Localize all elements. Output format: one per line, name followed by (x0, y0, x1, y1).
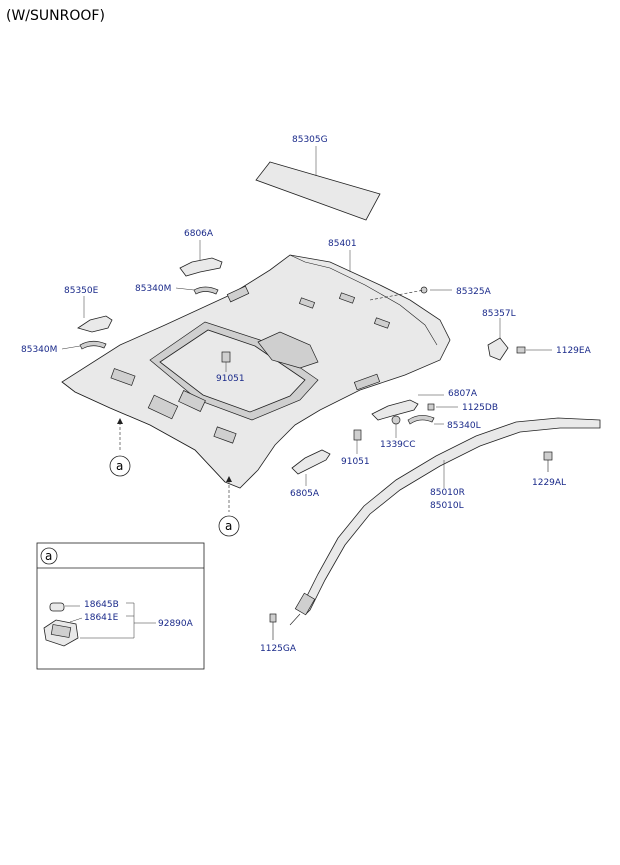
label-1129EA[interactable]: 1129EA (556, 346, 592, 356)
assist-handle-85340M-upper[interactable] (175, 286, 219, 295)
bracket-6807A[interactable] (371, 394, 444, 421)
label-85401[interactable]: 85401 (328, 239, 357, 249)
bolt-1125DB[interactable] (427, 403, 458, 411)
label-6805A[interactable]: 6805A (290, 489, 320, 499)
sunroof-pad-85305G[interactable] (255, 146, 381, 221)
label-6806A[interactable]: 6806A (184, 229, 214, 239)
clip-85325A[interactable] (369, 286, 452, 301)
label-1125GA[interactable]: 1125GA (260, 644, 297, 654)
label-91051-lower[interactable]: 91051 (341, 457, 370, 467)
label-92890A[interactable]: 92890A (158, 619, 194, 629)
inset-detail-box (36, 542, 205, 670)
bolt-1229AL[interactable] (543, 451, 553, 472)
bracket-92890A-leader (80, 602, 156, 639)
label-18641E[interactable]: 18641E (84, 613, 119, 623)
label-6807A[interactable]: 6807A (448, 389, 478, 399)
inset-marker-a[interactable]: a (45, 549, 52, 563)
trim-85357L[interactable] (487, 318, 509, 361)
bracket-6806A[interactable] (179, 240, 223, 277)
label-91051-sunroof[interactable]: 91051 (216, 374, 245, 384)
clip-91051-sunroof[interactable] (221, 351, 231, 372)
reference-arrow-2 (218, 476, 240, 537)
bulb-18645B[interactable] (49, 602, 80, 612)
curtain-airbag-85010[interactable] (289, 417, 601, 626)
label-1339CC[interactable]: 1339CC (380, 440, 415, 450)
label-85305G[interactable]: 85305G (292, 135, 328, 145)
label-18645B[interactable]: 18645B (84, 600, 119, 610)
clip-1339CC[interactable] (391, 415, 401, 438)
reference-arrow-1 (109, 418, 131, 477)
label-85340L[interactable]: 85340L (447, 421, 481, 431)
label-85010R[interactable]: 85010R (430, 488, 465, 498)
label-85357L[interactable]: 85357L (482, 309, 516, 319)
label-1229AL[interactable]: 1229AL (532, 478, 566, 488)
bolt-1125GA[interactable] (269, 613, 277, 640)
label-1125DB[interactable]: 1125DB (462, 403, 498, 413)
diagram-title: (W/SUNROOF) (6, 8, 105, 24)
reference-marker-a-2[interactable]: a (225, 519, 232, 533)
label-85350E[interactable]: 85350E (64, 286, 99, 296)
reference-marker-a-1[interactable]: a (116, 459, 123, 473)
assist-handle-85340L[interactable] (407, 415, 444, 425)
bracket-6805A[interactable] (291, 449, 331, 486)
label-85340M-left[interactable]: 85340M (21, 345, 57, 355)
clip-91051-lower[interactable] (353, 429, 362, 454)
screw-1129EA[interactable] (516, 346, 552, 354)
label-85325A[interactable]: 85325A (456, 287, 492, 297)
bracket-85350E[interactable] (77, 296, 113, 333)
headliner-85401[interactable] (61, 250, 451, 489)
label-85340M-top[interactable]: 85340M (135, 284, 171, 294)
lamp-housing-18641E[interactable] (43, 617, 83, 647)
assist-handle-85340M-left[interactable] (61, 340, 107, 350)
label-85010L[interactable]: 85010L (430, 501, 464, 511)
